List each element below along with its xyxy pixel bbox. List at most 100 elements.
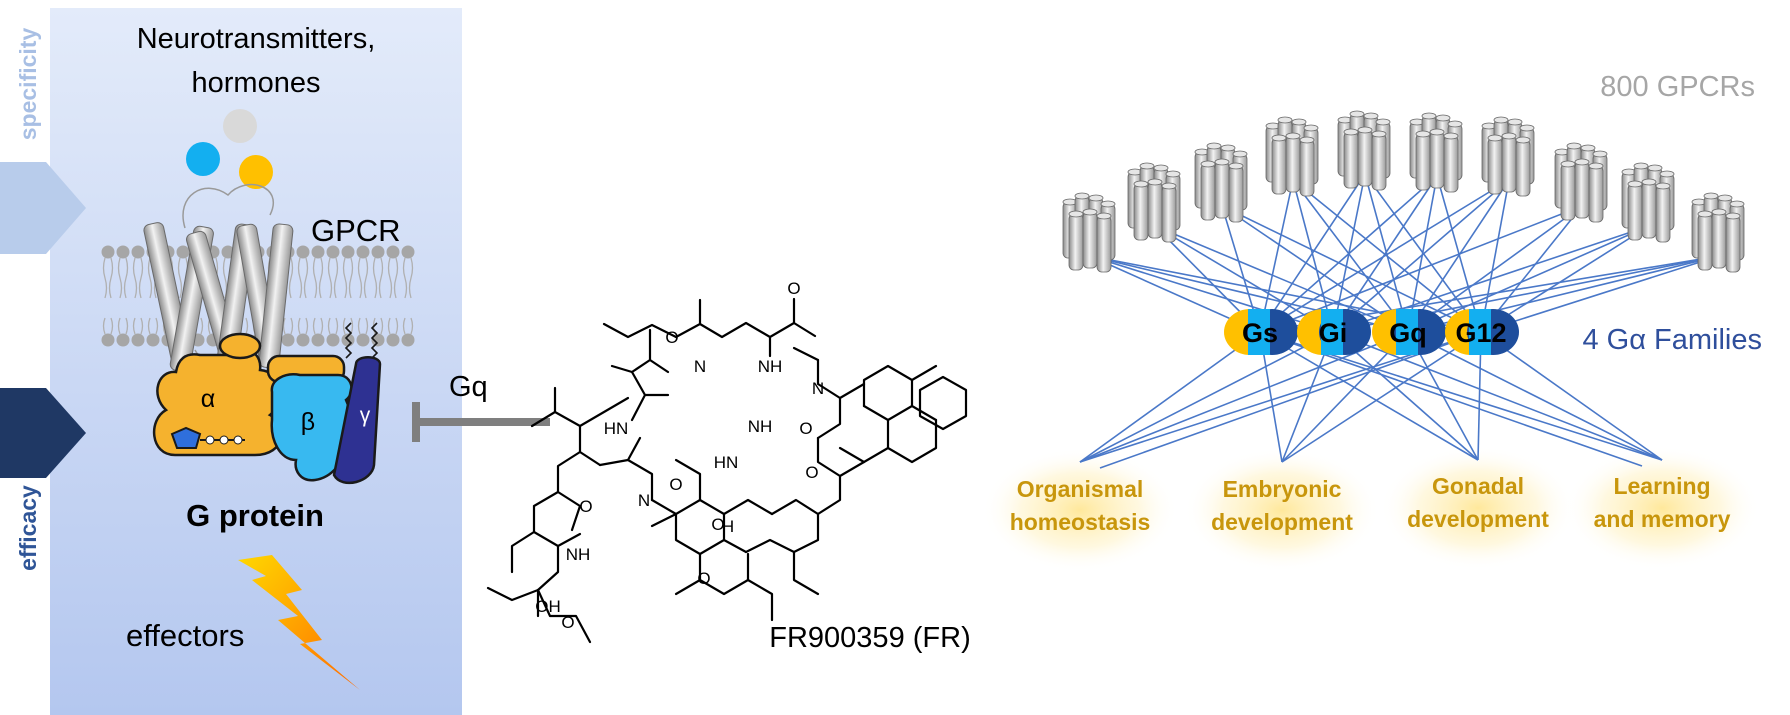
- family-label: Gq: [1389, 318, 1427, 348]
- family-function-link: [1079, 331, 1261, 463]
- gpcr-family-link: [1480, 179, 1510, 333]
- atom-nh-1: NH: [758, 357, 783, 376]
- atom-o-1: O: [665, 328, 678, 347]
- function-glow: [1184, 448, 1380, 572]
- family-function-link: [1281, 331, 1409, 463]
- beta-label: β: [301, 408, 315, 436]
- function-glow: [1564, 446, 1760, 570]
- g-alpha-family-node: Gs: [1224, 309, 1298, 355]
- efficacy-arrow: [0, 388, 86, 478]
- gpcr-family-link: [1407, 225, 1650, 333]
- effectors-label: effectors: [126, 618, 244, 653]
- families-label: 4 Gα Families: [1582, 324, 1762, 356]
- atom-o-6: O: [579, 497, 592, 516]
- effector-bolt-icon: [238, 555, 360, 690]
- g-alpha-family-node: Gq: [1372, 309, 1446, 355]
- atom-hn-1: HN: [604, 419, 629, 438]
- alpha-label: α: [201, 385, 215, 413]
- gpcr-icon: [1337, 110, 1391, 191]
- atom-oh: OH: [535, 597, 561, 616]
- gpcr-icon: [1062, 192, 1116, 273]
- g-alpha-family-node: G12: [1445, 309, 1519, 355]
- function-gonadal-line1: Gonadal: [1432, 473, 1524, 499]
- efficacy-label: efficacy: [15, 485, 41, 571]
- function-embryonic: Embryonic development: [1211, 476, 1353, 535]
- function-learning-line2: and memory: [1594, 506, 1731, 532]
- atom-o-3: O: [799, 419, 812, 438]
- specificity-arrow: [0, 162, 86, 254]
- atom-h-1: H: [722, 517, 734, 536]
- g-alpha-families: Gs Gi Gq G12: [1224, 309, 1519, 355]
- grey-ligand: [223, 109, 257, 143]
- atom-n-1: N: [694, 357, 706, 376]
- gpcr-family-link: [1332, 175, 1438, 333]
- fr900359-structure: O N NH O N HN NH O HN O O N O O H NH O O…: [486, 279, 971, 654]
- function-glow: [982, 448, 1178, 572]
- gpcr-family-link: [1089, 255, 1334, 333]
- family-function-link: [1407, 331, 1663, 461]
- gpcr-count-label: 800 GPCRs: [1600, 71, 1755, 103]
- gpcr-label: GPCR: [311, 213, 401, 248]
- gpcr-family-link: [1259, 179, 1510, 333]
- compound-name: FR900359 (FR): [769, 622, 970, 654]
- function-organismal-line1: Organismal: [1017, 476, 1144, 502]
- ligand-dots: [186, 109, 273, 189]
- gpcr-family-link: [1259, 175, 1438, 333]
- family-function-link: [1480, 331, 1663, 461]
- gpcr-icon: [1194, 142, 1248, 223]
- g-protein-label: G protein: [186, 498, 324, 533]
- gpcr-family-link: [1259, 173, 1366, 333]
- gpcr-icon: [1481, 116, 1535, 197]
- function-learning: Learning and memory: [1594, 473, 1731, 532]
- g-protein-panel: specificity efficacy Neurotransmitters, …: [0, 8, 462, 715]
- atom-o-8: O: [697, 569, 710, 588]
- gpcr-icon: [1554, 142, 1608, 223]
- gpcr-family-link: [1480, 255, 1720, 333]
- g-alpha-family-node: Gi: [1297, 309, 1371, 355]
- function-organismal: Organismal homeostasis: [1010, 476, 1151, 535]
- function-gonadal: Gonadal development: [1407, 473, 1549, 532]
- atom-nh-2: NH: [748, 417, 773, 436]
- atom-o-9: O: [561, 613, 574, 632]
- gq-target-label: Gq: [449, 371, 488, 403]
- gpcr-icon: [1127, 162, 1181, 243]
- atom-o-2: O: [787, 279, 800, 298]
- ligand-title-line1: Neurotransmitters,: [137, 23, 376, 55]
- specificity-label: specificity: [15, 28, 41, 141]
- function-embryonic-line2: development: [1211, 509, 1353, 535]
- family-label: G12: [1455, 318, 1506, 348]
- atom-nh-3: NH: [566, 545, 591, 564]
- gpcr-receptors: [1062, 110, 1745, 273]
- family-function-link: [1332, 331, 1479, 461]
- function-glows: [982, 446, 1760, 572]
- gpcr-icon: [1691, 192, 1745, 273]
- function-glow: [1380, 446, 1576, 570]
- atom-o-5: O: [805, 463, 818, 482]
- family-function-link: [1259, 331, 1479, 461]
- blue-ligand: [186, 142, 220, 176]
- function-learning-line1: Learning: [1613, 473, 1710, 499]
- gq-inhibition: Gq: [412, 371, 550, 442]
- atom-n-3: N: [638, 491, 650, 510]
- gpcr-icon: [1409, 112, 1463, 193]
- atom-hn-2: HN: [714, 453, 739, 472]
- gpcr-icon: [1265, 116, 1319, 197]
- atom-o-7: O: [711, 515, 724, 534]
- function-embryonic-line1: Embryonic: [1223, 476, 1342, 502]
- gpcr-family-link: [1292, 179, 1409, 333]
- family-function-link: [1281, 331, 1482, 463]
- gpcr-family-link: [1259, 179, 1294, 333]
- gpcr-family-link: [1221, 205, 1409, 333]
- family-label: Gi: [1319, 318, 1348, 348]
- gpcr-network: 800 GPCRs 4 Gα Families Gs Gi Gq G12 Organi…: [982, 71, 1762, 572]
- function-gonadal-line2: development: [1407, 506, 1549, 532]
- atom-o-4: O: [669, 475, 682, 494]
- gpcr-icon: [1621, 162, 1675, 243]
- g-alpha-subunit: [152, 332, 284, 457]
- function-organismal-line2: homeostasis: [1010, 509, 1151, 535]
- gamma-label: γ: [360, 404, 371, 427]
- family-label: Gs: [1242, 318, 1278, 348]
- g-gamma-subunit: [332, 322, 382, 485]
- yellow-ligand: [239, 155, 273, 189]
